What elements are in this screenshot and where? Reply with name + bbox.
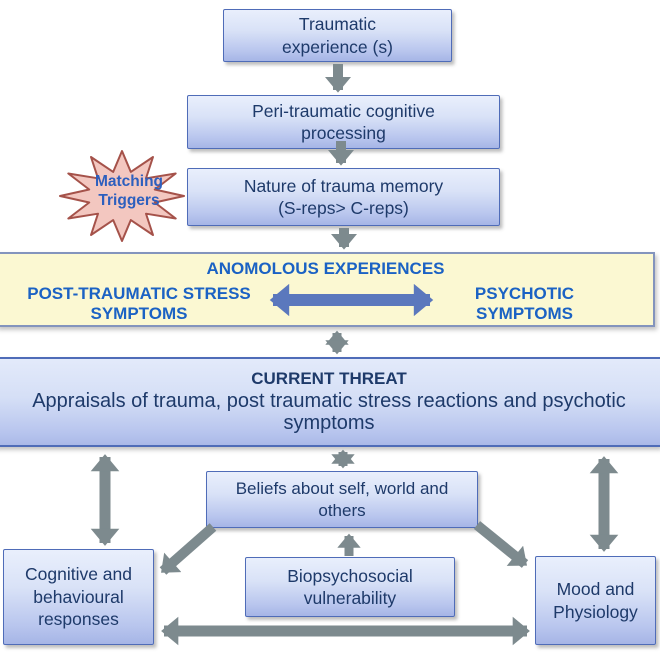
arrow-beliefs-to-cognitive	[159, 523, 217, 575]
box-cognitive-responses: Cognitive and behavioural responses	[3, 549, 154, 645]
anomalous-experiences-title: ANOMOLOUS EXPERIENCES	[206, 259, 445, 278]
box-peri-traumatic-processing: Peri-traumatic cognitive processing	[187, 95, 500, 149]
current-threat-title: CURRENT THREAT	[251, 369, 407, 389]
biopsychosocial-label: Biopsychosocial vulnerability	[287, 565, 413, 608]
traumatic-experience-label: Traumatic experience (s)	[282, 14, 393, 57]
starburst-polygon	[59, 150, 185, 242]
star-matching-triggers	[55, 146, 189, 246]
box-mood-physiology: Mood and Physiology	[535, 556, 656, 645]
trauma-memory-label: Nature of trauma memory (S-reps> C-reps)	[243, 175, 444, 218]
box-biopsychosocial: Biopsychosocial vulnerability	[245, 557, 455, 617]
cognitive-responses-label: Cognitive and behavioural responses	[24, 564, 133, 630]
peri-traumatic-label: Peri-traumatic cognitive processing	[252, 100, 435, 143]
psychotic-symptoms-label: PSYCHOTIC SYMPTOMS	[474, 284, 575, 324]
beliefs-label: Beliefs about self, world and others	[235, 478, 449, 520]
mood-physiology-label: Mood and Physiology	[553, 579, 638, 622]
band-anomalous-experiences: ANOMOLOUS EXPERIENCES POST-TRAUMATIC STR…	[0, 252, 655, 327]
post-traumatic-stress-symptoms-label: POST-TRAUMATIC STRESS SYMPTOMS	[27, 284, 251, 324]
box-current-threat: CURRENT THREAT Appraisals of trauma, pos…	[0, 357, 660, 447]
box-traumatic-experience: Traumatic experience (s)	[223, 9, 452, 62]
box-trauma-memory: Nature of trauma memory (S-reps> C-reps)	[187, 168, 500, 226]
arrow-beliefs-to-mood	[473, 521, 529, 568]
box-beliefs: Beliefs about self, world and others	[206, 471, 478, 528]
current-threat-subtitle: Appraisals of trauma, post traumatic str…	[32, 389, 626, 435]
matching-triggers-label: Matching Triggers	[94, 173, 164, 210]
starburst-shape	[59, 150, 185, 242]
